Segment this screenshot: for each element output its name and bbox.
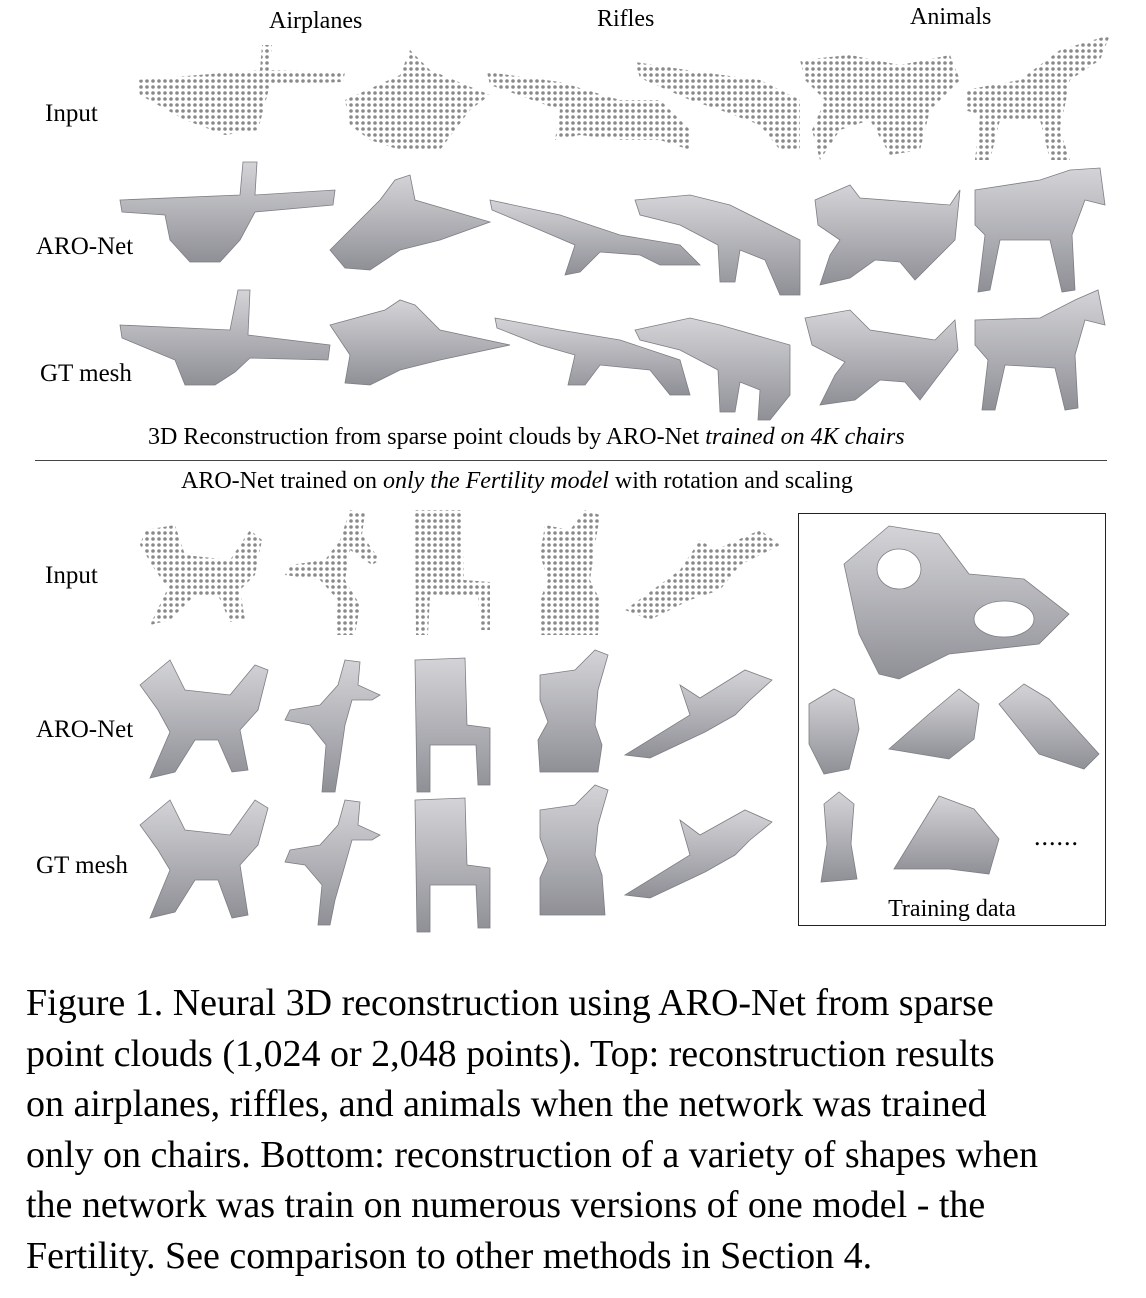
training-data-box: ...... Training data	[798, 513, 1106, 926]
gt-thumb	[539, 784, 609, 916]
input-rifle-2	[635, 62, 800, 150]
aro-thumb	[537, 649, 609, 773]
aro-airplane-3	[623, 669, 773, 759]
caption-line-6: Fertility. See comparison to other metho…	[26, 1234, 873, 1277]
top-panel-caption: 3D Reconstruction from sparse point clou…	[148, 424, 905, 451]
input-airplane-3	[625, 530, 780, 620]
fertility-small-1	[808, 688, 860, 775]
aro-human	[284, 659, 381, 793]
aro-airplane-1	[119, 161, 336, 263]
gt-animal-1	[804, 309, 959, 406]
aro-animal-2	[974, 167, 1106, 293]
fertility-small-2	[888, 688, 980, 760]
gt-chair	[414, 797, 491, 933]
bottom-renderings	[139, 510, 780, 933]
aro-dog	[139, 659, 269, 779]
input-dog	[140, 525, 262, 625]
gt-airplane-2	[329, 299, 511, 386]
aro-animal-1	[814, 184, 961, 286]
row-label-aro-net: ARO-Net	[36, 233, 134, 260]
panel-divider	[35, 460, 1107, 461]
bottom-panel-header: ARO-Net trained on only the Fertility mo…	[181, 468, 853, 495]
gt-airplane-3	[623, 809, 773, 899]
aro-airplane-2	[329, 174, 492, 271]
aro-rifle-2	[634, 194, 801, 296]
aro-chair	[414, 657, 491, 793]
bottom-header-suffix: with rotation and scaling	[608, 468, 853, 494]
top-renderings	[119, 35, 1110, 421]
gt-airplane-1	[119, 289, 331, 386]
caption-line-5: the network was train on numerous versio…	[26, 1184, 986, 1226]
fertility-renderings	[808, 525, 1100, 883]
input-chair	[415, 510, 490, 635]
caption-line-1: Figure 1. Neural 3D reconstruction using…	[26, 982, 994, 1024]
fertility-small-5	[893, 795, 1000, 875]
gt-animal-2	[974, 289, 1106, 411]
gt-dog	[139, 799, 269, 919]
caption-line-3: on airplanes, riffles, and animals when …	[26, 1083, 987, 1125]
aro-rifle-1	[489, 199, 701, 276]
input-thumb	[540, 510, 600, 635]
input-human	[285, 510, 380, 635]
top-caption-italic: trained on 4K chairs	[705, 424, 905, 450]
bottom-header-prefix: ARO-Net trained on	[181, 468, 383, 494]
bottom-row-label-aro-net: ARO-Net	[36, 716, 134, 743]
caption-line-2: point clouds (1,024 or 2,048 points). To…	[26, 1032, 995, 1075]
gt-rifle-2	[634, 317, 791, 421]
caption-line-4: only on chairs. Bottom: reconstruction o…	[26, 1133, 1039, 1176]
bottom-row-label-input: Input	[45, 562, 98, 589]
training-data-label: Training data	[888, 896, 1016, 922]
fertility-large	[843, 525, 1070, 680]
training-ellipsis: ......	[1034, 822, 1079, 851]
input-airplane-1	[137, 45, 345, 135]
column-header-airplanes: Airplanes	[269, 8, 363, 34]
gt-rifle-1	[494, 317, 691, 396]
bottom-row-label-gt-mesh: GT mesh	[36, 852, 128, 879]
input-animal-1	[800, 55, 960, 160]
row-label-gt-mesh: GT mesh	[40, 360, 132, 387]
input-airplane-2	[345, 50, 490, 150]
bottom-header-italic: only the Fertility model	[382, 468, 609, 494]
column-header-rifles: Rifles	[597, 6, 655, 32]
input-rifle-1	[487, 72, 690, 150]
input-animal-2	[965, 35, 1110, 160]
column-header-animals: Animals	[910, 4, 992, 30]
row-label-input: Input	[45, 100, 98, 127]
gt-human	[284, 799, 381, 926]
figure-caption: Figure 1. Neural 3D reconstruction using…	[26, 978, 1121, 1281]
fertility-small-4	[820, 791, 858, 883]
top-caption-prefix: 3D Reconstruction from sparse point clou…	[148, 424, 706, 450]
fertility-small-3	[998, 683, 1100, 770]
